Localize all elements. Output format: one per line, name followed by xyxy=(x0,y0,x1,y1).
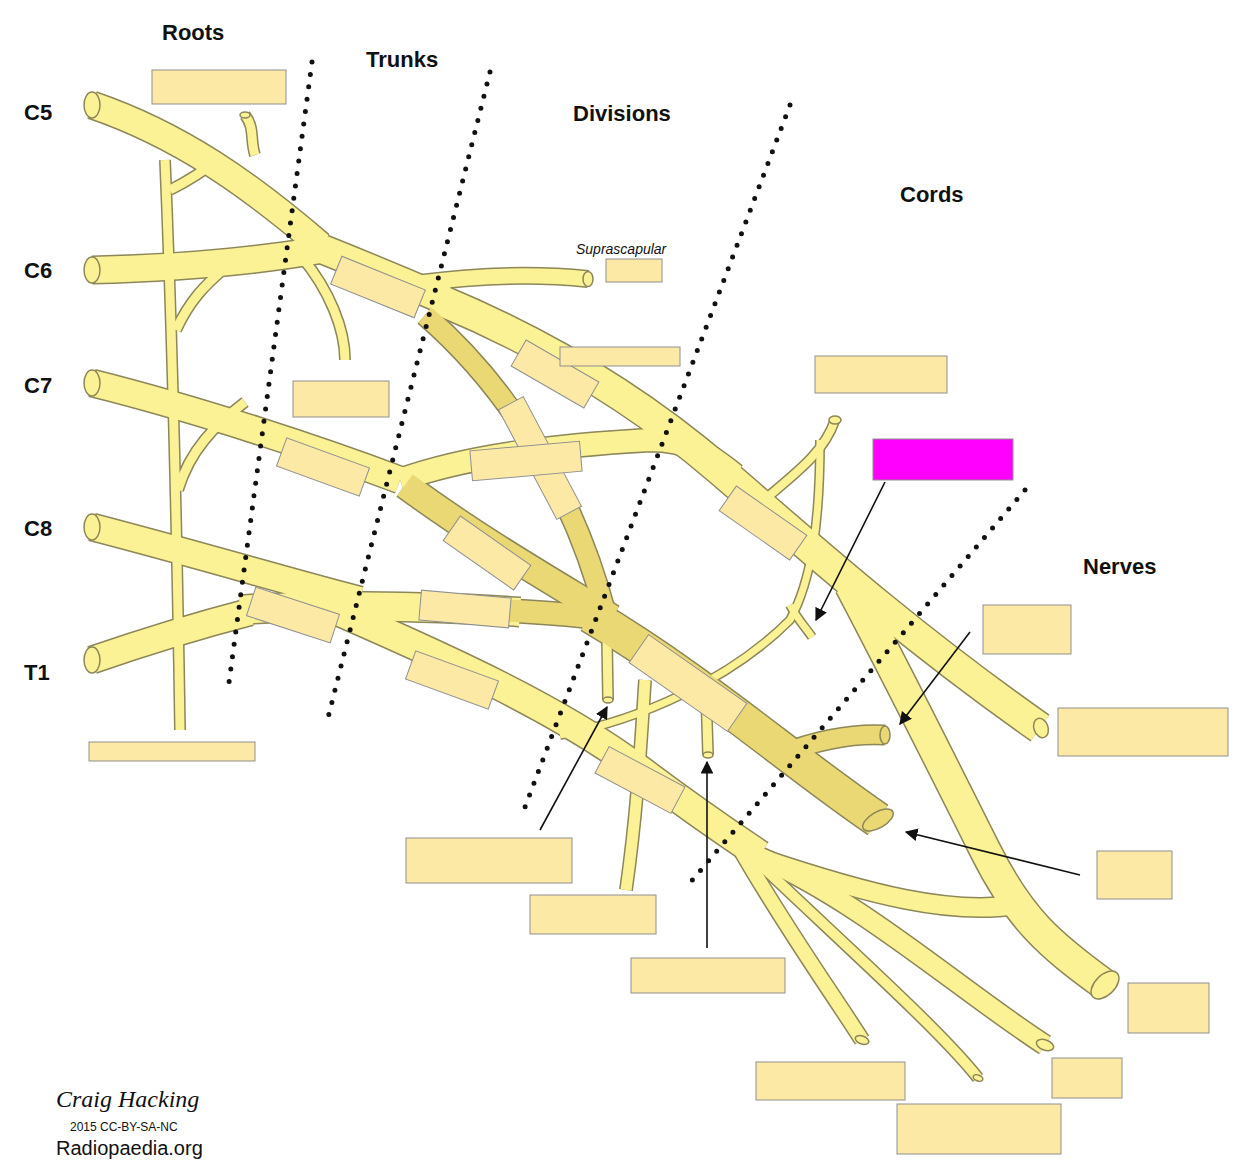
nerve-label: Suprascapular xyxy=(576,241,666,257)
root-label: C5 xyxy=(24,100,52,125)
section-heading: Roots xyxy=(162,20,224,45)
section-heading: Nerves xyxy=(1083,554,1156,579)
watermark: Craig Hacking xyxy=(56,1086,199,1114)
root-label: T1 xyxy=(24,660,50,685)
section-heading: Cords xyxy=(900,182,964,207)
watermark: Radiopaedia.org xyxy=(56,1137,203,1160)
root-label: C7 xyxy=(24,373,52,398)
root-label: C8 xyxy=(24,516,52,541)
watermark: 2015 CC-BY-SA-NC xyxy=(70,1121,178,1135)
section-heading: Trunks xyxy=(366,47,438,72)
section-heading: Divisions xyxy=(573,101,671,126)
root-label: C6 xyxy=(24,258,52,283)
